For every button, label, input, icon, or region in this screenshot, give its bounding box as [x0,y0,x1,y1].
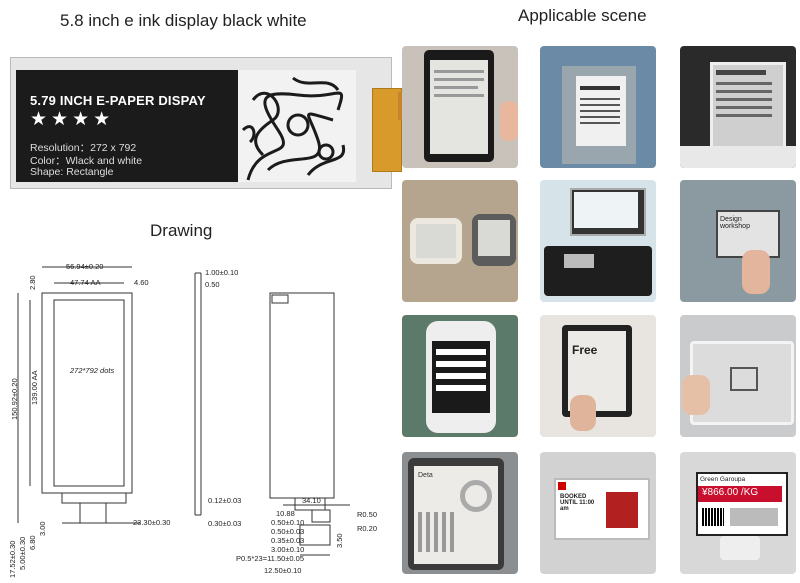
dim-b2: 5.00±0.30 [18,536,27,570]
dim-r2: R0.20 [357,524,378,533]
dim-right-gap: 4.60 [134,278,149,287]
scene-ticket-label: BOOKED UNTIL 11:00 am [540,452,656,574]
dim-thick2: 0.50 [205,280,220,289]
spec-color: Color：Wlack and white [30,155,143,167]
dim-thick4: 0.30±0.03 [208,519,242,528]
dim-aa-height: 139.00 AA [30,370,39,405]
dim-d4: 0.35±0.03 [271,536,305,545]
dim-fpc-w: 34.10 [302,496,321,505]
scene-price-tag: Green Garoupa ¥866.00 /KG [680,452,796,574]
technical-drawing [17,266,350,556]
dim-d3: 0.50±0.03 [271,527,305,536]
dim-d1: 10.88 [276,509,295,518]
scene-free-room: Free [540,315,656,437]
scene-e-reader [402,46,518,168]
dim-bottom-width: 23.30±0.30 [133,518,171,527]
page-title: 5.8 inch e ink display black white [60,11,307,30]
dim-b1: 17.52±0.30 [8,540,17,578]
scene-notebook-tablet: Deta [402,452,518,574]
dim-fpc-w2: 12.50±0.10 [264,566,302,575]
dim-aa-width: 47.74 AA [70,278,101,287]
price-value: ¥866.00 /KG [702,487,759,498]
scene-tablet-touch [680,315,796,437]
dim-b3: 6.80 [28,535,37,550]
swirl-pattern [238,70,356,182]
dots-label: 272*792 dots [70,366,115,375]
product-name: 5.79 INCH E-PAPER DISPAY [30,93,206,108]
rating-stars: ★★★★ [30,109,115,130]
scene-printer [540,180,656,302]
dim-pin: P0.5*23=11.50±0.05 [236,554,304,563]
scene-signage-stand [540,46,656,168]
dim-thick1: 1.00±0.10 [205,268,239,277]
drawing-title: Drawing [150,221,213,240]
dim-r1: R0.50 [357,510,378,519]
dim-height: 150.92±0.20 [10,378,19,420]
fpc-cable [372,88,402,172]
dim-thick3: 0.12±0.03 [208,496,242,505]
scene-phone-app [402,315,518,437]
dim-d2: 0.50±0.10 [271,518,305,527]
dim-b4: 3.00 [38,521,47,536]
scene-weather-stations [402,180,518,302]
scene-desk-sign [680,46,796,168]
dim-h350: 3.50 [335,533,344,548]
price-name: Green Garoupa [700,476,746,483]
deta-text: Deta [418,472,433,479]
free-text: Free [572,343,598,357]
design-text: Design workshop [720,216,750,230]
scene-title: Applicable scene [518,6,647,25]
dim-top-gap: 2.80 [28,275,37,290]
booked-text: BOOKED UNTIL 11:00 am [560,494,595,512]
spec-shape: Shape: Rectangle [30,166,114,178]
scene-design-workshop-label: Design workshop [680,180,796,302]
dim-top-width: 56.94±0.20 [66,262,104,271]
dim-d5: 3.00±0.10 [271,545,305,554]
spec-resolution: Resolution：272 x 792 [30,142,137,154]
